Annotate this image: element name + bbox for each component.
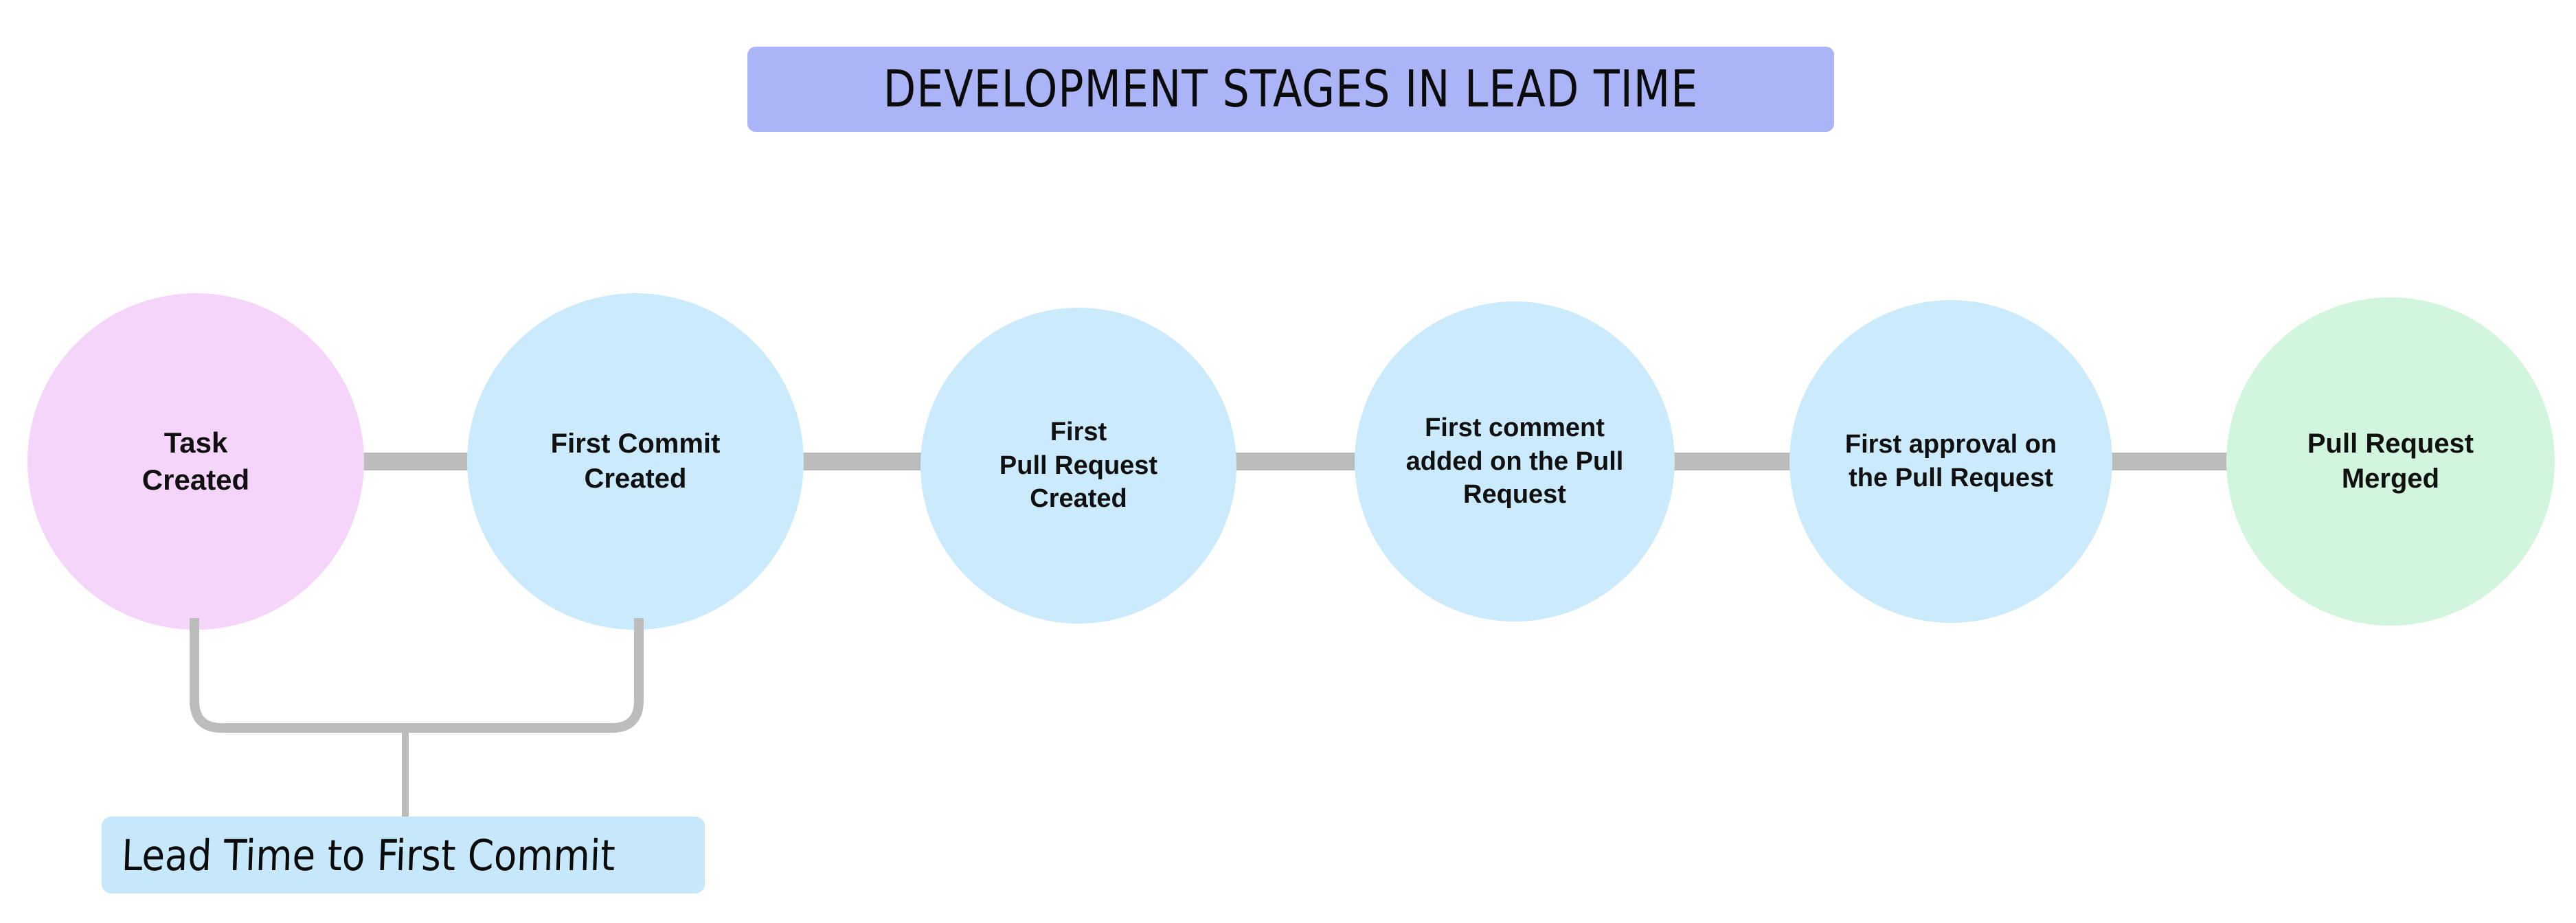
page-title: DEVELOPMENT STAGES IN LEAD TIME — [883, 60, 1699, 119]
connector-approval-to-merged — [2109, 453, 2230, 470]
connector-commit-to-pr — [801, 453, 923, 470]
stage-label-first-commit-created: First Commit Created — [550, 428, 721, 494]
stage-label-first-comment-added: First comment added on the Pull Request — [1405, 413, 1624, 510]
stage-node-first-commit-created[interactable]: First Commit Created — [467, 293, 804, 630]
stage-node-first-approval[interactable]: First approval on the Pull Request — [1789, 300, 2112, 623]
stage-label-first-pull-request-created: First Pull Request Created — [999, 418, 1158, 514]
stage-node-first-pull-request-created[interactable]: First Pull Request Created — [920, 308, 1236, 624]
stage-node-pull-request-merged[interactable]: Pull Request Merged — [2226, 297, 2555, 626]
lead-time-callout-label: Lead Time to First Commit — [120, 830, 616, 880]
connector-comment-to-approval — [1672, 453, 1792, 470]
diagram-title-banner: DEVELOPMENT STAGES IN LEAD TIME — [747, 47, 1834, 132]
stage-node-first-comment-added[interactable]: First comment added on the Pull Request — [1355, 301, 1675, 622]
stage-label-first-approval: First approval on the Pull Request — [1844, 430, 2057, 492]
lead-time-callout[interactable]: Lead Time to First Commit — [102, 817, 705, 893]
connector-task-to-commit — [360, 453, 471, 470]
connector-pr-to-comment — [1234, 453, 1357, 470]
lead-time-bracket — [190, 618, 644, 817]
stage-label-pull-request-merged: Pull Request Merged — [2307, 428, 2474, 494]
stage-label-task-created: Task Created — [142, 426, 250, 496]
stage-node-task-created[interactable]: Task Created — [27, 293, 364, 630]
